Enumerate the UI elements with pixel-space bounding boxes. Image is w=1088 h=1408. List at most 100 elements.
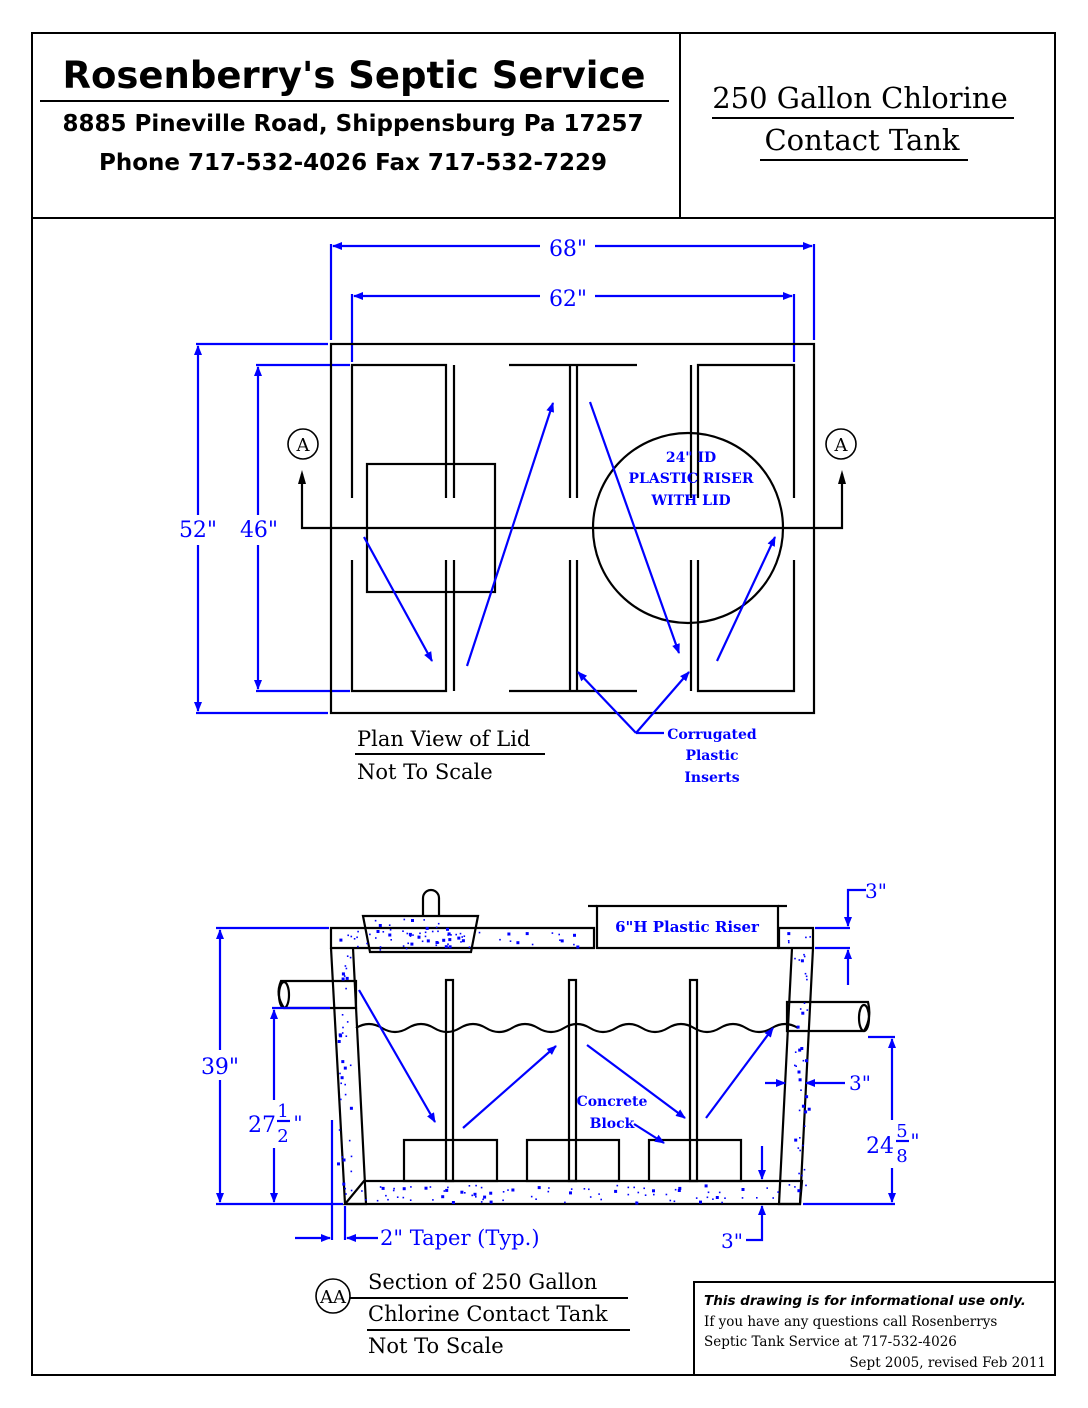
concrete-speck (435, 944, 438, 947)
concrete-speck (393, 1187, 395, 1190)
concrete-speck (803, 1125, 806, 1127)
dim-inlet-whole: 27 (248, 1113, 276, 1138)
concrete-speck (460, 941, 462, 943)
concrete-speck (421, 940, 424, 943)
concrete-speck (788, 941, 790, 944)
concrete-speck (616, 1184, 619, 1187)
section-marker-aa-label: AA (319, 1287, 347, 1308)
concrete-speck (756, 1197, 758, 1199)
concrete-speck (531, 943, 534, 946)
riser-note-line3: WITH LID (650, 493, 730, 509)
concrete-speck (349, 1106, 353, 1110)
concrete-speck (409, 1199, 412, 1201)
concrete-speck (459, 932, 462, 935)
concrete-block-3 (647, 1138, 743, 1183)
inlet-pipe-end (277, 980, 291, 1010)
concrete-speck (387, 1198, 389, 1201)
inserts-note-line1: Corrugated (667, 727, 757, 743)
concrete-speck (583, 1188, 586, 1190)
concrete-speck (402, 945, 405, 947)
concrete-speck (435, 941, 439, 944)
concrete-speck (798, 1048, 802, 1052)
concrete-speck (423, 919, 425, 921)
concrete-speck (424, 935, 427, 938)
concrete-speck (382, 931, 385, 933)
concrete-speck (483, 1195, 487, 1199)
concrete-speck (799, 1149, 801, 1152)
concrete-speck (343, 975, 346, 977)
concrete-speck (376, 1199, 379, 1202)
plan-view: 68" 62" 52" 46" (179, 237, 857, 786)
concrete-speck (589, 1196, 592, 1198)
concrete-speck (798, 1109, 801, 1112)
block-note-line2: Block (590, 1116, 635, 1132)
concrete-speck (475, 1184, 477, 1187)
concrete-speck (787, 940, 790, 942)
concrete-speck (445, 1188, 449, 1192)
concrete-speck (437, 930, 439, 933)
concrete-speck (777, 1191, 779, 1193)
concrete-speck (576, 945, 580, 949)
concrete-speck (369, 933, 371, 936)
concrete-speck (794, 1064, 796, 1067)
concrete-speck (424, 931, 427, 934)
concrete-speck (489, 1200, 493, 1204)
concrete-speck (573, 933, 576, 937)
tank-floor (342, 1179, 804, 1206)
concrete-speck (346, 955, 349, 957)
concrete-speck (388, 933, 392, 937)
concrete-speck (788, 1184, 791, 1186)
concrete-speck (794, 1186, 796, 1188)
dim-62-label: 62" (549, 287, 587, 312)
concrete-speck (408, 932, 412, 936)
concrete-speck (535, 1198, 537, 1200)
concrete-speck (799, 1008, 802, 1010)
flow-arrow-2 (465, 402, 555, 667)
concrete-speck (457, 936, 461, 940)
concrete-speck (392, 1189, 395, 1192)
concrete-speck (419, 932, 421, 935)
lifting-ring-icon (421, 888, 441, 916)
concrete-speck (473, 1192, 477, 1196)
concrete-speck (600, 1198, 602, 1201)
section-caption-line1: Section of 250 Gallon (368, 1270, 597, 1294)
concrete-speck (801, 1011, 805, 1015)
dim-39-label: 39" (201, 1055, 239, 1080)
concrete-speck (665, 1193, 668, 1196)
concrete-speck (480, 1186, 483, 1189)
concrete-speck (417, 935, 420, 938)
tank-wall-left (329, 947, 368, 1206)
section-marker-aa (315, 1278, 351, 1314)
concrete-speck (345, 967, 348, 970)
plastic-riser (595, 904, 780, 950)
concrete-speck (409, 935, 412, 937)
concrete-speck (548, 1187, 550, 1189)
concrete-speck (706, 1196, 709, 1199)
concrete-speck (677, 1189, 681, 1192)
dim-outlet-num: 5 (896, 1121, 907, 1142)
concrete-speck (635, 1201, 639, 1205)
dim-outlet-whole: 24 (866, 1134, 894, 1159)
concrete-speck (772, 1197, 774, 1199)
concrete-speck (349, 956, 352, 959)
concrete-speck (507, 932, 511, 936)
concrete-speck (337, 1040, 341, 1043)
concrete-speck (379, 946, 382, 948)
concrete-speck (349, 1064, 352, 1067)
dim-inlet-num: 1 (277, 1101, 288, 1122)
concrete-speck (388, 924, 391, 926)
dim-46-label: 46" (240, 518, 278, 543)
concrete-speck (462, 939, 465, 942)
concrete-speck (741, 1188, 745, 1191)
concrete-speck (350, 1189, 353, 1192)
outlet-pipe-end (857, 1003, 871, 1033)
tank-lid-right (777, 926, 815, 950)
concrete-speck (464, 1192, 466, 1194)
concrete-speck (431, 930, 434, 933)
dim-inlet-den: 2 (277, 1126, 288, 1147)
concrete-speck (357, 945, 359, 948)
concrete-speck (509, 940, 512, 942)
dim-inlet-unit: " (293, 1111, 302, 1135)
concrete-speck (805, 936, 807, 939)
